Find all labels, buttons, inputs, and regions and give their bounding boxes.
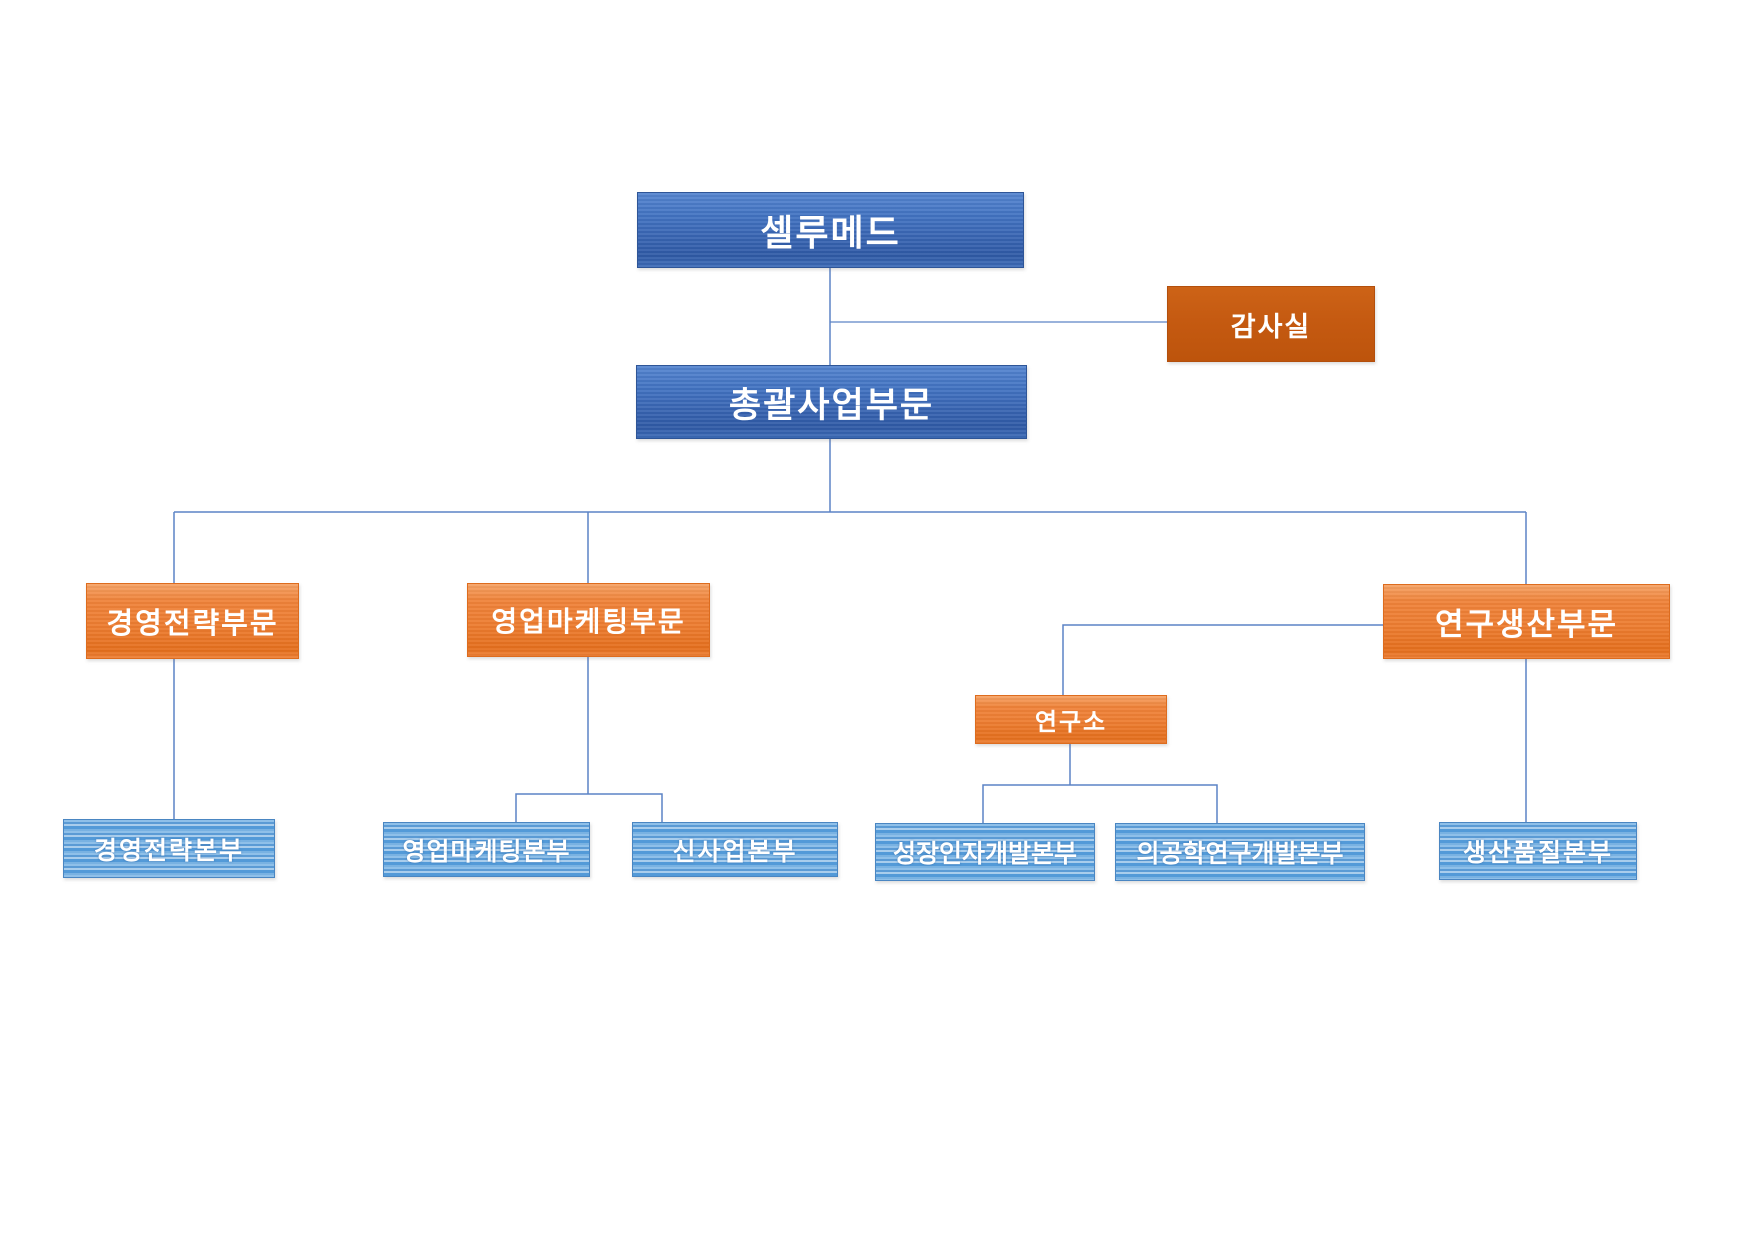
edge-research-institute [1062, 624, 1383, 695]
org-node-new-business-hq: 신사업본부 [632, 822, 838, 877]
edge-institute-split [982, 784, 1218, 830]
org-node-management-strategy-division: 경영전략부문 [86, 583, 299, 659]
org-node-research-institute: 연구소 [975, 695, 1167, 744]
org-node-cellumed: 셀루메드 [637, 192, 1024, 268]
org-node-management-strategy-hq: 경영전략본부 [63, 819, 275, 878]
org-node-biomedical-rnd-hq: 의공학연구개발본부 [1115, 823, 1365, 881]
org-node-audit-office: 감사실 [1167, 286, 1375, 362]
org-node-general-business-division: 총괄사업부문 [636, 365, 1027, 439]
org-node-production-quality-hq: 생산품질본부 [1439, 822, 1637, 880]
edge-sales-split [515, 793, 663, 822]
org-node-sales-marketing-division: 영업마케팅부문 [467, 583, 710, 657]
org-node-growth-factor-dev-hq: 성장인자개발본부 [875, 823, 1095, 881]
org-node-sales-marketing-hq: 영업마케팅본부 [383, 822, 590, 877]
org-node-research-production-division: 연구생산부문 [1383, 584, 1670, 659]
